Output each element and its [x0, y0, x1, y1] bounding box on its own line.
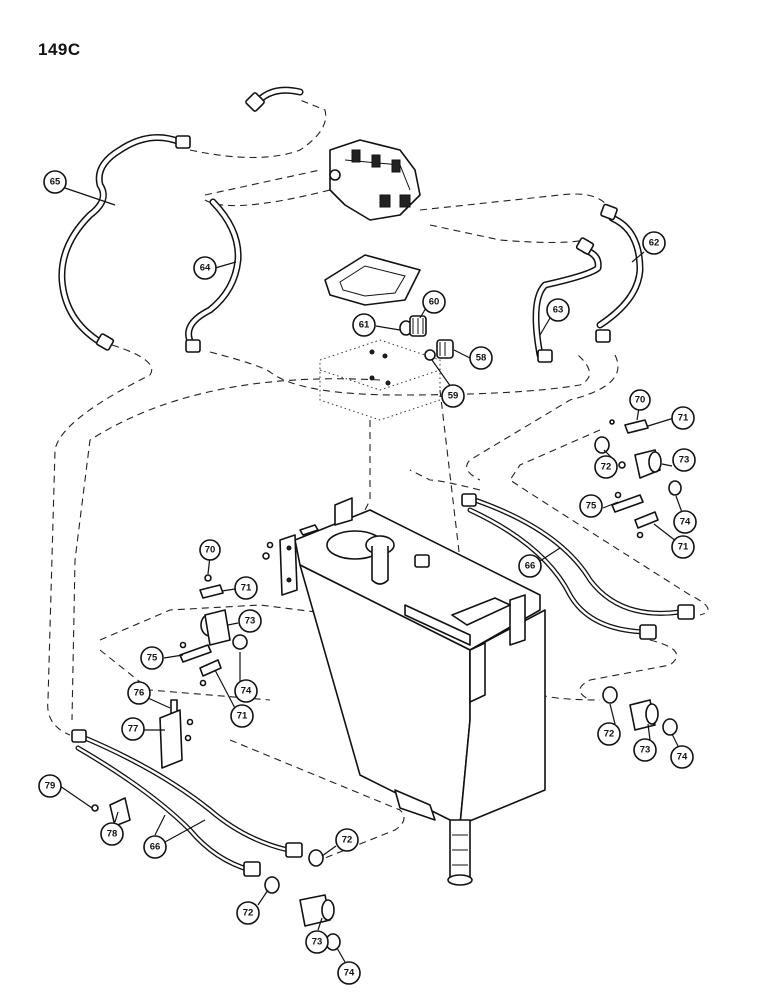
- callout-72-bottom-right: 72: [335, 828, 359, 852]
- callout-73-left: 73: [238, 609, 262, 633]
- callout-71-left-bottom: 71: [230, 704, 254, 728]
- callout-65: 65: [43, 170, 67, 194]
- svg-text:58: 58: [476, 353, 487, 364]
- coupler-group-left-upper: [179, 574, 248, 687]
- gasket: [324, 254, 421, 306]
- svg-text:59: 59: [448, 391, 459, 402]
- svg-text:74: 74: [677, 752, 688, 763]
- mounting-plate: [319, 339, 441, 421]
- callout-72-right-lower: 72: [597, 722, 621, 746]
- svg-text:71: 71: [241, 583, 252, 594]
- callout-71-right-top: 71: [671, 406, 695, 430]
- leader-lines: [59, 187, 685, 963]
- svg-text:72: 72: [243, 908, 254, 919]
- callout-72-right-top: 72: [594, 455, 618, 479]
- callout-62: 62: [642, 231, 666, 255]
- callout-66-right: 66: [518, 554, 542, 578]
- svg-text:66: 66: [150, 842, 161, 853]
- callout-76: 76: [127, 681, 151, 705]
- svg-text:73: 73: [245, 616, 256, 627]
- pipe-top-elbow: [245, 86, 304, 112]
- callout-64: 64: [193, 256, 217, 280]
- svg-text:60: 60: [429, 297, 440, 308]
- callout-bubbles: 65 64 61 60 58 59 63 62 70 71 72 73 75 7…: [38, 170, 697, 985]
- callout-75-left: 75: [140, 646, 164, 670]
- callout-61: 61: [352, 313, 376, 337]
- svg-text:73: 73: [640, 745, 651, 756]
- callout-59: 59: [441, 384, 465, 408]
- callout-71-left-top: 71: [234, 576, 258, 600]
- svg-text:72: 72: [604, 729, 615, 740]
- svg-text:71: 71: [678, 542, 689, 553]
- fittings-58-59: [424, 339, 454, 361]
- svg-text:74: 74: [241, 686, 252, 697]
- callout-79: 79: [38, 774, 62, 798]
- coupler-group-right-lower: [602, 686, 678, 736]
- pipe-65: [58, 134, 191, 351]
- callout-73-right-lower: 73: [633, 738, 657, 762]
- svg-text:73: 73: [312, 937, 323, 948]
- bracket-group-left-lower: [91, 699, 194, 827]
- svg-text:78: 78: [107, 829, 118, 840]
- svg-text:64: 64: [200, 263, 211, 274]
- hoses-66-right: [461, 493, 695, 640]
- svg-text:71: 71: [237, 711, 248, 722]
- svg-text:70: 70: [635, 395, 646, 406]
- svg-text:79: 79: [45, 781, 56, 792]
- callout-60: 60: [422, 290, 446, 314]
- svg-text:73: 73: [679, 455, 690, 466]
- coupler-group-bottom: [264, 849, 341, 951]
- callout-66-left: 66: [143, 835, 167, 859]
- callout-77: 77: [121, 717, 145, 741]
- callout-78: 78: [100, 822, 124, 846]
- callout-75-right: 75: [579, 494, 603, 518]
- callout-74-bottom: 74: [337, 961, 361, 985]
- page-label: 149C: [38, 40, 81, 59]
- svg-text:75: 75: [147, 653, 158, 664]
- svg-text:75: 75: [586, 501, 597, 512]
- callout-70-left: 70: [199, 539, 221, 561]
- callout-58: 58: [469, 346, 493, 370]
- svg-text:74: 74: [680, 517, 691, 528]
- svg-text:61: 61: [359, 320, 370, 331]
- pipe-64: [185, 198, 242, 353]
- pipe-62: [595, 203, 644, 343]
- fittings-60-61: [399, 315, 427, 337]
- pipe-63: [532, 237, 602, 363]
- reservoir-tank: [262, 497, 546, 886]
- callout-74-right-lower: 74: [670, 745, 694, 769]
- svg-text:76: 76: [134, 688, 145, 699]
- control-valve: [329, 139, 421, 221]
- svg-text:62: 62: [649, 238, 660, 249]
- svg-text:66: 66: [525, 561, 536, 572]
- svg-text:72: 72: [342, 835, 353, 846]
- hoses-66-left: [71, 729, 303, 877]
- svg-text:71: 71: [678, 413, 689, 424]
- callout-73-bottom: 73: [305, 930, 329, 954]
- callout-63: 63: [546, 298, 570, 322]
- callout-72-bottom-left: 72: [236, 901, 260, 925]
- callout-71-right-bottom: 71: [671, 535, 695, 559]
- svg-text:74: 74: [344, 968, 355, 979]
- callout-74-right-top: 74: [673, 510, 697, 534]
- svg-text:65: 65: [50, 177, 61, 188]
- coupler-group-right-upper: [594, 419, 682, 539]
- callout-73-right-top: 73: [672, 448, 696, 472]
- svg-text:70: 70: [205, 545, 216, 556]
- svg-text:77: 77: [128, 724, 139, 735]
- dashed-routing-lines: [47, 99, 709, 861]
- callout-70-right: 70: [629, 389, 651, 411]
- svg-text:63: 63: [553, 305, 564, 316]
- callout-74-left: 74: [234, 679, 258, 703]
- svg-text:72: 72: [601, 462, 612, 473]
